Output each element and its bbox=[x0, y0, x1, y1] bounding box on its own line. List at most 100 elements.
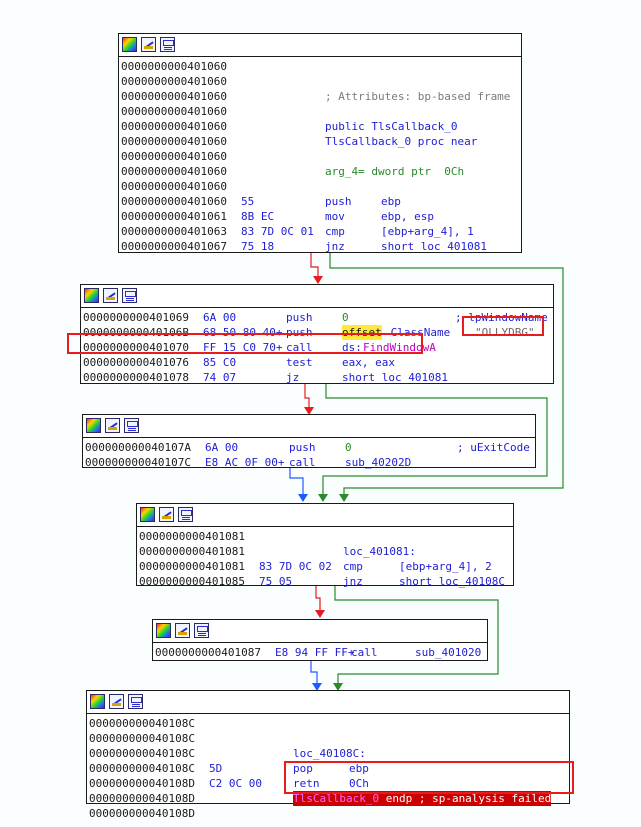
address: 000000000040108C bbox=[89, 717, 195, 730]
opcode-bytes: 74 07 bbox=[203, 371, 237, 384]
xref-icon[interactable] bbox=[122, 288, 137, 303]
address: 0000000000401060 bbox=[121, 105, 227, 118]
xref-icon[interactable] bbox=[178, 507, 193, 522]
address: 0000000000401076 bbox=[83, 356, 189, 369]
operand: ebp bbox=[349, 762, 369, 775]
edge-b4-b6-true bbox=[334, 586, 499, 688]
mnemonic: cmp bbox=[343, 560, 363, 573]
graph-overview-icon[interactable] bbox=[156, 623, 171, 638]
offset-keyword: offset bbox=[342, 325, 382, 340]
address: 0000000000401087 bbox=[155, 646, 261, 659]
stack-var-definition: arg_4= dword ptr 0Ch bbox=[325, 165, 465, 178]
graph-overview-icon[interactable] bbox=[140, 507, 155, 522]
mnemonic: jnz bbox=[343, 575, 363, 588]
mnemonic: jnz bbox=[325, 240, 345, 253]
address: 0000000000401060 bbox=[121, 90, 227, 103]
xref-icon[interactable] bbox=[194, 623, 209, 638]
mnemonic: pop bbox=[293, 762, 313, 775]
opcode-bytes: 6A 00 bbox=[205, 441, 239, 454]
string-comment: "OLLYDBG" bbox=[475, 326, 535, 339]
address: 000000000040108D bbox=[89, 777, 195, 790]
opcode-bytes: 83 7D 0C 02 bbox=[259, 560, 332, 573]
address: 0000000000401060 bbox=[121, 150, 227, 163]
code-block-6[interactable]: 000000000040108C 000000000040108C 000000… bbox=[86, 690, 570, 820]
opcode-bytes: 75 18 bbox=[241, 240, 275, 253]
graph-overview-icon[interactable] bbox=[86, 418, 101, 433]
edit-icon[interactable] bbox=[175, 623, 190, 638]
opcode-bytes: C2 0C 00 bbox=[209, 777, 262, 790]
xref-icon[interactable] bbox=[160, 37, 175, 52]
mnemonic: cmp bbox=[325, 225, 345, 238]
edge-b2-b4-true bbox=[322, 384, 548, 500]
address: 0000000000401060 bbox=[121, 180, 227, 193]
location-label: loc_40108C: bbox=[293, 747, 366, 760]
address: 000000000040108D bbox=[89, 792, 195, 805]
mnemonic: retn bbox=[293, 777, 320, 790]
mnemonic: mov bbox=[325, 210, 345, 223]
edge-b4-b5-false bbox=[315, 586, 321, 616]
operand: eax, eax bbox=[342, 356, 395, 369]
sp-analysis-failed-label: TlsCallback_0 endp ; sp-analysis failed bbox=[293, 791, 552, 806]
opcode-bytes: FF 15 C0 70+ bbox=[203, 341, 283, 354]
address: 0000000000401069 bbox=[83, 311, 189, 324]
graph-overview-icon[interactable] bbox=[122, 37, 137, 52]
mnemonic: push bbox=[325, 195, 352, 208]
address: 0000000000401060 bbox=[121, 75, 227, 88]
edit-icon[interactable] bbox=[103, 288, 118, 303]
graph-overview-icon[interactable] bbox=[90, 694, 105, 709]
operand: sub_401020 bbox=[415, 646, 482, 659]
opcode-bytes: 68 50 80 40+ bbox=[203, 326, 283, 339]
edit-icon[interactable] bbox=[105, 418, 120, 433]
address: 0000000000401081 bbox=[139, 560, 245, 573]
block-toolbar bbox=[137, 504, 513, 527]
address: 0000000000401078 bbox=[83, 371, 189, 384]
edit-icon[interactable] bbox=[141, 37, 156, 52]
address: 0000000000401060 bbox=[121, 165, 227, 178]
address: 000000000040108C bbox=[89, 762, 195, 775]
address: 0000000000401060 bbox=[121, 60, 227, 73]
address: 000000000040107C bbox=[85, 456, 191, 469]
edit-icon[interactable] bbox=[109, 694, 124, 709]
operand: ebp bbox=[381, 195, 401, 208]
code-block-1[interactable]: 0000000000401060 0000000000401060 000000… bbox=[118, 33, 522, 253]
operand: 0 bbox=[342, 311, 349, 324]
xref-icon[interactable] bbox=[124, 418, 139, 433]
address: 0000000000401063 bbox=[121, 225, 227, 238]
edge-b5-b6-uncond bbox=[310, 661, 318, 688]
address: 0000000000401060 bbox=[121, 120, 227, 133]
operand: [ebp+arg_4], 1 bbox=[381, 225, 474, 238]
xref-icon[interactable] bbox=[128, 694, 143, 709]
mnemonic: call bbox=[286, 341, 313, 354]
block-toolbar bbox=[83, 415, 535, 438]
mnemonic: push bbox=[286, 326, 313, 339]
graph-overview-icon[interactable] bbox=[84, 288, 99, 303]
operand: short loc_401081 bbox=[381, 240, 487, 253]
address: 000000000040107A bbox=[85, 441, 191, 454]
public-directive: public TlsCallback_0 bbox=[325, 120, 458, 133]
mnemonic: push bbox=[286, 311, 313, 324]
operand: ClassName bbox=[384, 326, 451, 339]
edge-b2-b3-false bbox=[304, 384, 310, 413]
edge-b1-b4-true bbox=[329, 253, 564, 500]
edge-arrow bbox=[312, 683, 322, 691]
edge-b3-b4-uncond bbox=[289, 468, 304, 500]
address: 000000000040106B bbox=[83, 326, 189, 339]
mnemonic: test bbox=[286, 356, 313, 369]
import-function: FindWindowA bbox=[363, 341, 436, 354]
address: 000000000040108C bbox=[89, 732, 195, 745]
address: 000000000040108C bbox=[89, 747, 195, 760]
operand: short loc_40108C bbox=[399, 575, 505, 588]
operand: ebp, esp bbox=[381, 210, 434, 223]
edit-icon[interactable] bbox=[159, 507, 174, 522]
opcode-bytes: 75 05 bbox=[259, 575, 293, 588]
mnemonic: jz bbox=[286, 371, 300, 384]
proc-declaration: TlsCallback_0 proc near bbox=[325, 135, 478, 148]
opcode-bytes: 8B EC bbox=[241, 210, 275, 223]
address: 0000000000401060 bbox=[121, 195, 227, 208]
address: 000000000040108D bbox=[89, 807, 195, 820]
